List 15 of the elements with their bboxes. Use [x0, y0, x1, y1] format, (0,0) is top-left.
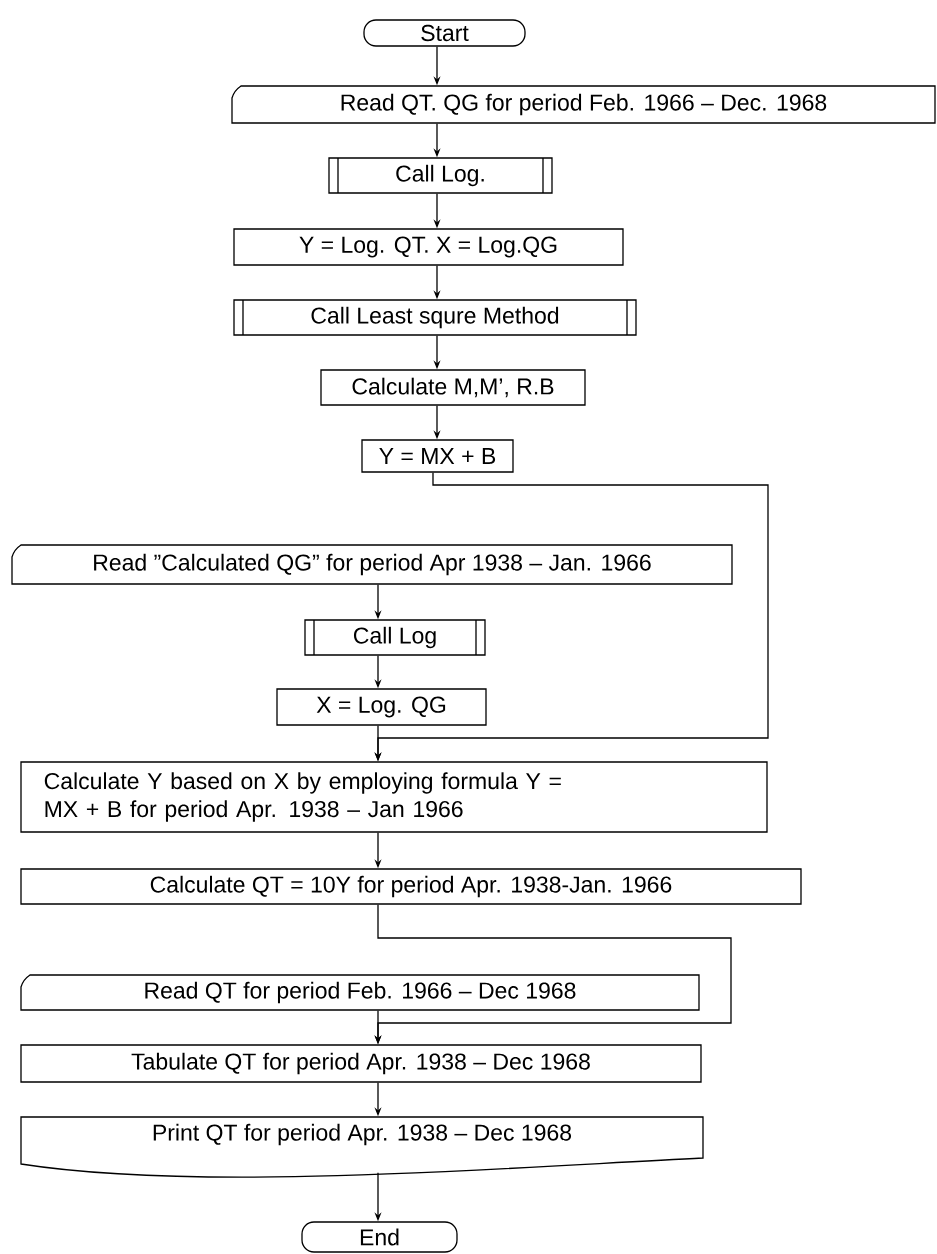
input-card: Read QT for period Feb. 1966 – Dec 1968 — [20, 974, 700, 1011]
terminal-box: End — [301, 1221, 458, 1253]
subroutine-box: Call Least squre Method — [233, 299, 637, 336]
input-card: Read ”Calculated QG” for period Apr 1938 – Jan. 1966 — [11, 544, 733, 585]
process-box: Calculate QT = 10Y for period Apr. 1938-Jan. 1966 — [20, 868, 802, 905]
terminal-box: Start — [363, 19, 526, 47]
subroutine-box: Call Log — [304, 619, 486, 656]
input-card: Read QT. QG for period Feb. 1966 – Dec. 1968 — [231, 85, 936, 124]
process-box: Y = Log. QT. X = Log.QG — [233, 228, 624, 266]
subroutine-box: Call Log. — [328, 157, 553, 194]
process-box: X = Log. QG — [276, 688, 487, 726]
process-box: Y = MX + B — [361, 439, 514, 473]
process-box: Tabulate QT for period Apr. 1938 – Dec 1968 — [20, 1044, 702, 1083]
process-box: Calculate Y based on X by employing formula Y = MX + B for period Apr. 1938 – Jan 1966 — [20, 761, 768, 833]
process-box: Calculate M,M’, R.B — [320, 369, 586, 406]
